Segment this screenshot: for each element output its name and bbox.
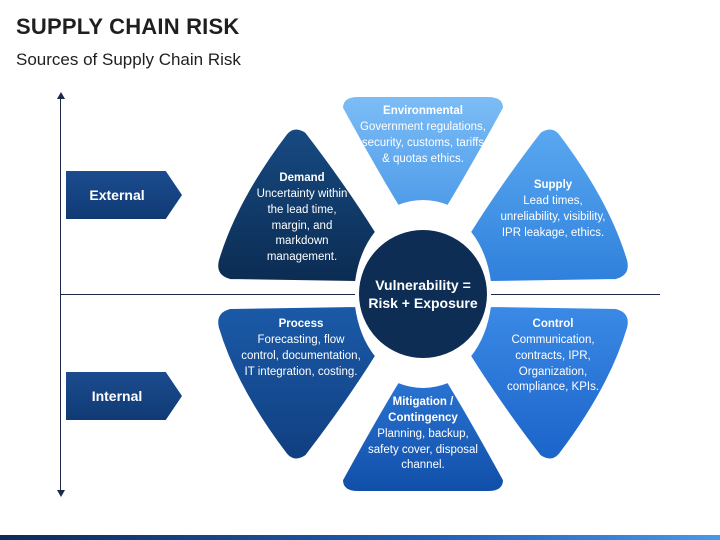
axis-arrow-up-icon	[57, 92, 65, 99]
segment-process-heading: Process	[278, 318, 324, 330]
segment-mitigation-heading: Mitigation / Contingency	[388, 396, 458, 424]
segment-environmental-shape	[340, 95, 506, 208]
segment-supply-heading: Supply	[533, 179, 573, 191]
segment-process-body: Forecasting, flow control, documentation…	[241, 333, 361, 378]
internal-tag: Internal	[66, 372, 182, 420]
segment-mitigation-shape	[340, 380, 506, 493]
segment-demand-body: Uncertainty within the lead time, margin…	[256, 187, 348, 264]
segment-mitigation-text: Mitigation / Contingency Planning, backu…	[364, 395, 482, 474]
segment-control-text: Control Communication, contracts, IPR, O…	[494, 317, 612, 396]
segment-supply-body: Lead times, unreliability, visibility, I…	[500, 194, 606, 239]
segment-control-body: Communication, contracts, IPR, Organizat…	[506, 333, 600, 394]
footer-accent-bar	[0, 535, 720, 540]
segment-supply-text: Supply Lead times, unreliability, visibi…	[494, 178, 612, 241]
segment-environmental-body: Government regulations, security, custom…	[360, 120, 486, 165]
segment-control-heading: Control	[532, 318, 574, 330]
page-subtitle: Sources of Supply Chain Risk	[16, 50, 241, 69]
segment-environmental-heading: Environmental	[383, 105, 463, 117]
segment-demand-text: Demand Uncertainty within the lead time,…	[248, 171, 356, 266]
axis-arrow-down-icon	[57, 490, 65, 497]
segment-environmental-text: Environmental Government regulations, se…	[358, 104, 488, 167]
center-circle	[355, 226, 491, 362]
segment-process-shape	[216, 304, 378, 461]
external-tag: External	[66, 171, 182, 219]
segment-process-text: Process Forecasting, flow control, docum…	[240, 317, 362, 380]
segment-demand-shape	[216, 127, 378, 284]
segment-demand-heading: Demand	[279, 172, 325, 184]
segment-control-shape	[468, 304, 630, 461]
center-label: Vulnerability = Risk + Exposure	[368, 276, 478, 311]
page-title: SUPPLY CHAIN RISK	[16, 14, 240, 39]
segment-mitigation-body: Planning, backup, safety cover, disposal…	[368, 427, 478, 472]
segment-supply-shape	[468, 127, 630, 284]
